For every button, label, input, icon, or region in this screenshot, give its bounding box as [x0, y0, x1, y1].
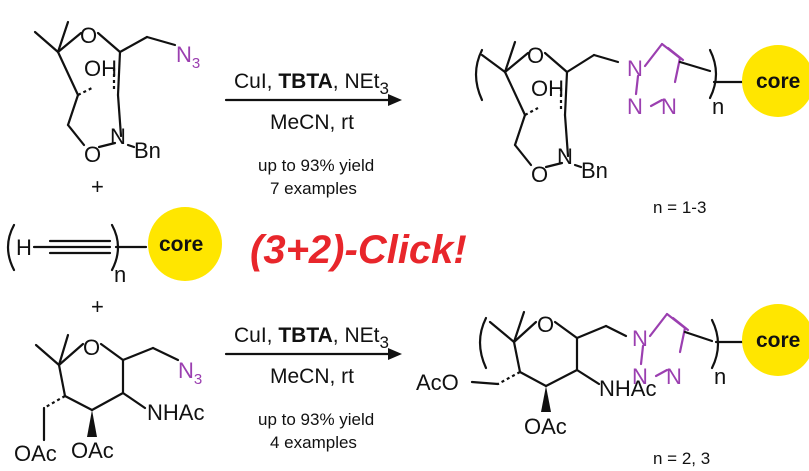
ring-oxygen-p1: O: [527, 43, 544, 68]
reaction-1-solvent: MeCN, rt: [270, 111, 354, 134]
repeat-n-alkyne: n: [114, 262, 126, 287]
core-circle-product-2: [742, 304, 809, 376]
triazole-n3-product-2: N: [666, 364, 682, 389]
product-2-n-range: n = 2, 3: [653, 449, 710, 468]
click-reaction-title: (3+2)-Click!: [250, 228, 467, 272]
triazole-n2-product-2: N: [632, 364, 648, 389]
azide-label-2: N3: [178, 358, 202, 388]
core-label-product-1: core: [756, 70, 800, 93]
ring-oxygen-2: O: [83, 335, 100, 360]
reaction-arrow-2: [224, 348, 402, 360]
product-1-triazole: [474, 40, 746, 169]
repeat-n-product-2: n: [714, 364, 726, 389]
amine-nitrogen-1: N: [110, 124, 126, 149]
ring-oxygen-1: O: [80, 23, 97, 48]
reactant-2-pyran-azide: [34, 333, 180, 442]
oac-label-p2: OAc: [524, 414, 567, 439]
repeat-n-product-1: n: [712, 94, 724, 119]
benzyl-label-1: Bn: [134, 138, 161, 163]
oac-label-2b: OAc: [71, 438, 114, 463]
reaction-1-examples: 7 examples: [270, 179, 357, 198]
hydroxyl-label-p1: OH: [531, 76, 564, 101]
plus-sign-1: +: [91, 174, 104, 199]
aco-label-p2: AcO: [416, 370, 459, 395]
azide-label-1: N3: [176, 42, 200, 72]
plus-sign-2: +: [91, 294, 104, 319]
core-circle-product-1: [742, 45, 809, 117]
benzyl-label-p1: Bn: [581, 158, 608, 183]
amine-nitrogen-p1: N: [557, 144, 573, 169]
reactant-1-bicyclic-azide: [33, 20, 177, 149]
core-label-product-2: core: [756, 329, 800, 352]
hydroxyl-label-1: OH: [84, 56, 117, 81]
ring-oxygen-p1b: O: [531, 162, 548, 187]
reaction-1-yield: up to 93% yield: [258, 156, 374, 175]
triazole-n1-product-2: N: [632, 326, 648, 351]
product-2-triazole: [470, 310, 748, 412]
ring-oxygen-p2: O: [537, 312, 554, 337]
reaction-2-examples: 4 examples: [270, 433, 357, 452]
alkyne-core-reactant: [6, 223, 148, 272]
reaction-1-reagents: CuI, TBTA, NEt3: [234, 70, 389, 98]
reaction-2-solvent: MeCN, rt: [270, 365, 354, 388]
nhac-label-2: NHAc: [147, 400, 204, 425]
nhac-label-p2: NHAc: [599, 376, 656, 401]
triazole-n3-product-1: N: [661, 94, 677, 119]
alkyne-hydrogen: H: [16, 235, 32, 260]
reaction-2-reagents: CuI, TBTA, NEt3: [234, 324, 389, 352]
reaction-arrow-1: [224, 94, 402, 106]
oac-label-2a: OAc: [14, 441, 57, 466]
core-circle-alkyne: [148, 207, 222, 281]
product-1-n-range: n = 1-3: [653, 198, 706, 217]
ring-oxygen-1b: O: [84, 142, 101, 167]
triazole-n2-product-1: N: [627, 94, 643, 119]
triazole-n1-product-1: N: [627, 56, 643, 81]
reaction-2-yield: up to 93% yield: [258, 410, 374, 429]
core-label-alkyne: core: [159, 233, 203, 256]
